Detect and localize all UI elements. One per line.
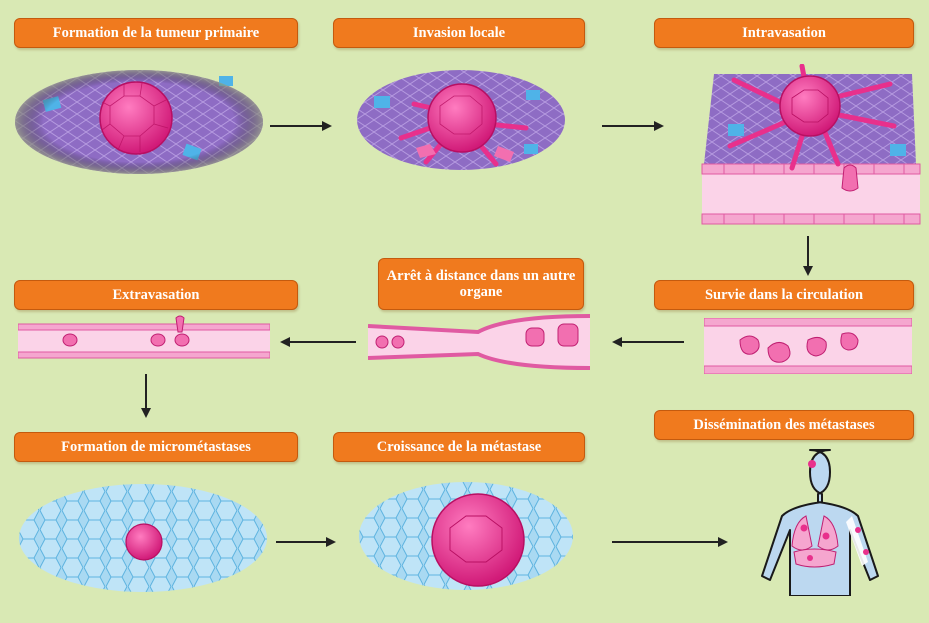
arrow-left-1-icon — [612, 336, 684, 348]
extravasation-vessel-illustration — [18, 314, 270, 360]
arrow-right-2-icon — [602, 120, 664, 132]
step-label-local-invasion: Invasion locale — [333, 18, 585, 48]
local-invasion-illustration — [356, 66, 566, 176]
metastasis-growth-illustration — [358, 480, 574, 592]
arrow-right-1-icon — [270, 120, 332, 132]
step-label-micrometastases: Formation de micrométastases — [14, 432, 298, 462]
distant-arrest-vessel-illustration — [368, 314, 590, 370]
micrometastases-illustration — [18, 482, 268, 594]
arrow-right-4-icon — [612, 536, 728, 548]
step-label-extravasation: Extravasation — [14, 280, 298, 310]
step-label-dissemination: Dissémination des métastases — [654, 410, 914, 440]
arrow-down-2-icon — [140, 374, 152, 418]
step-label-primary-tumor: Formation de la tumeur primaire — [14, 18, 298, 48]
step-label-metastasis-growth: Croissance de la métastase — [333, 432, 585, 462]
arrow-right-3-icon — [276, 536, 336, 548]
arrow-down-1-icon — [802, 236, 814, 276]
step-label-distant-arrest: Arrêt à distance dans un autre organe — [378, 258, 584, 310]
dissemination-body-illustration — [740, 446, 900, 596]
arrow-left-2-icon — [280, 336, 356, 348]
intravasation-illustration — [694, 64, 926, 234]
primary-tumor-illustration — [14, 66, 264, 178]
step-label-intravasation: Intravasation — [654, 18, 914, 48]
step-label-circulation-survival: Survie dans la circulation — [654, 280, 914, 310]
circulation-vessel-illustration — [704, 318, 912, 374]
